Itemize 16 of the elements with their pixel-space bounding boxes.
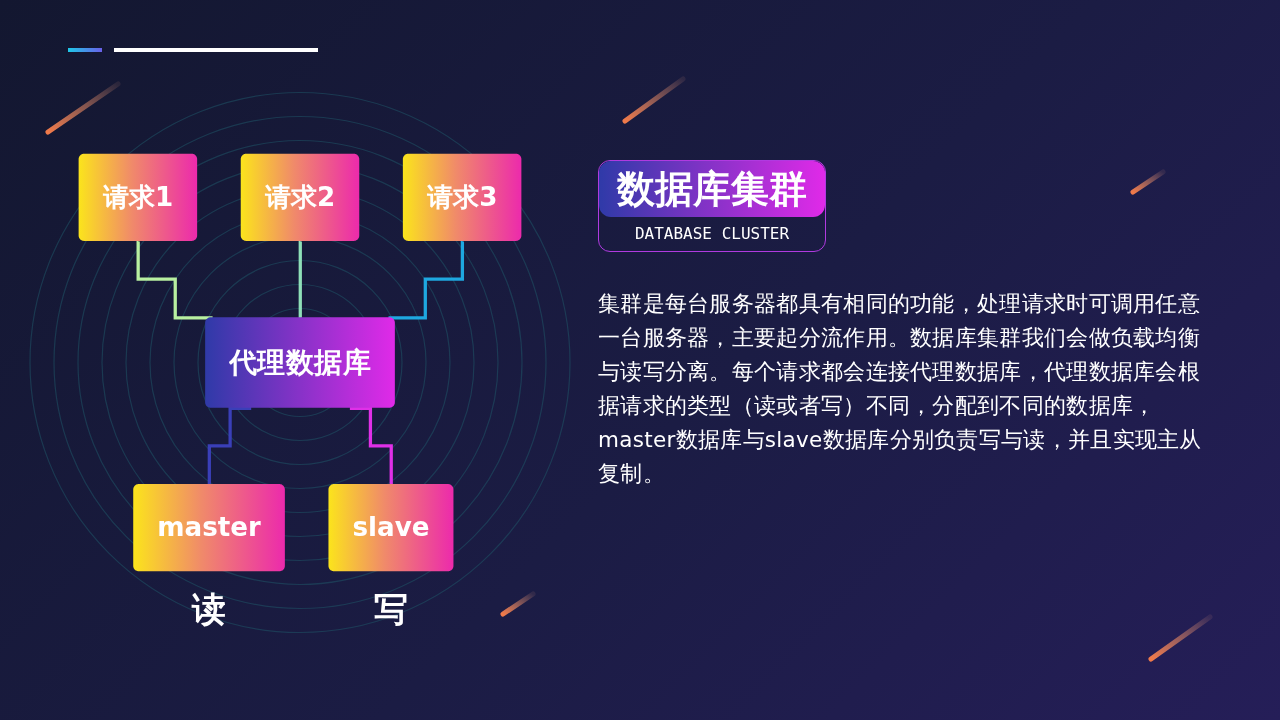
title: 数据库集群 (599, 161, 825, 217)
process-box: master (133, 484, 285, 572)
connector-line (388, 239, 465, 320)
process-box: 请求2 (240, 153, 360, 241)
connector-line (349, 406, 394, 487)
process-box: 代理数据库 (205, 317, 395, 408)
node-caption: 读 (192, 589, 227, 630)
subtitle: DATABASE CLUSTER (633, 223, 791, 245)
process-box: slave (328, 484, 454, 572)
process-box: 请求1 (78, 153, 198, 241)
connector-line (298, 239, 303, 320)
connector-line (136, 239, 213, 320)
connector-line (207, 406, 252, 487)
process-box: 请求3 (402, 153, 522, 241)
node-caption: 写 (373, 589, 408, 630)
description-paragraph: 集群是每台服务器都具有相同的功能，处理请求时可调用任意一台服务器，主要起分流作用。数据库集群我们会做负载均衡与读写分离。每个请求都会连接代理数据库，代理数据库会根据请求的类型（读或者写）不同，分配到不同的数据库，master数据库与slave数据库分别负责写与读，并且实现主从复制。 (598, 290, 1203, 488)
